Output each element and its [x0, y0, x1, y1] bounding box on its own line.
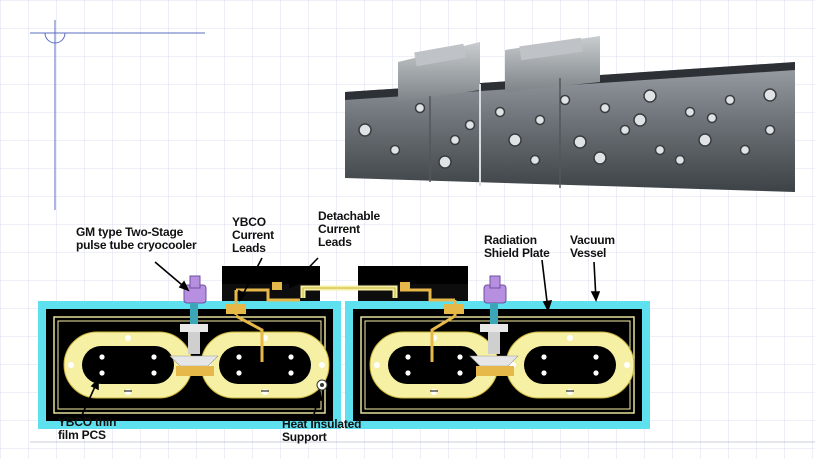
lead-box-left	[222, 266, 320, 284]
bolt-hole	[633, 113, 647, 127]
label-vacuum-vessel: Vacuum Vessel	[570, 233, 615, 260]
bolt-hole	[358, 123, 372, 137]
bolt-hole	[449, 134, 461, 146]
bolt-hole	[494, 106, 506, 118]
label-heat-insulated-support: Heat Insulated Support	[282, 417, 362, 444]
label-detachable-current-leads: Detachable Current Leads	[318, 209, 381, 249]
label-cryocooler: GM type Two-Stage pulse tube cryocooler	[76, 225, 197, 252]
label-radiation-shield-plate: Radiation Shield Plate	[484, 233, 550, 260]
bolt-hole	[706, 112, 718, 124]
bolt-hole	[389, 144, 401, 156]
cryocooler-left	[169, 275, 219, 376]
bolt-hole	[763, 88, 777, 102]
bolt-hole	[643, 89, 657, 103]
crosshair-arc	[44, 32, 66, 44]
bolt-hole	[654, 144, 666, 156]
bolt-hole	[508, 133, 522, 147]
bolt-hole	[534, 114, 546, 126]
cross-section	[38, 266, 650, 429]
bolt-hole	[674, 154, 686, 166]
bolt-hole	[414, 102, 426, 114]
coil-4	[505, 331, 635, 399]
bolt-hole	[619, 124, 631, 136]
apparatus-photo	[345, 36, 795, 192]
label-ybco-pcs: YBCO thin film PCS	[58, 415, 117, 442]
lead-box-right	[358, 266, 468, 284]
coil-3	[369, 331, 499, 399]
cryocooler-right	[469, 275, 519, 376]
bolt-hole	[438, 155, 452, 169]
bolt-hole	[464, 119, 476, 131]
bolt-hole	[724, 94, 736, 106]
bolt-hole	[698, 133, 712, 147]
bolt-hole	[559, 94, 571, 106]
leader-lines	[81, 257, 601, 419]
bolt-hole	[764, 124, 776, 136]
bolt-hole	[599, 102, 611, 114]
bolt-hole	[573, 135, 587, 149]
bolt-hole	[684, 106, 696, 118]
coil-1	[63, 331, 193, 399]
coil-2	[200, 331, 330, 399]
bolt-hole	[529, 154, 541, 166]
bolt-hole	[593, 151, 607, 165]
bolt-hole	[739, 144, 751, 156]
label-ybco-current-leads: YBCO Current Leads	[232, 215, 274, 255]
